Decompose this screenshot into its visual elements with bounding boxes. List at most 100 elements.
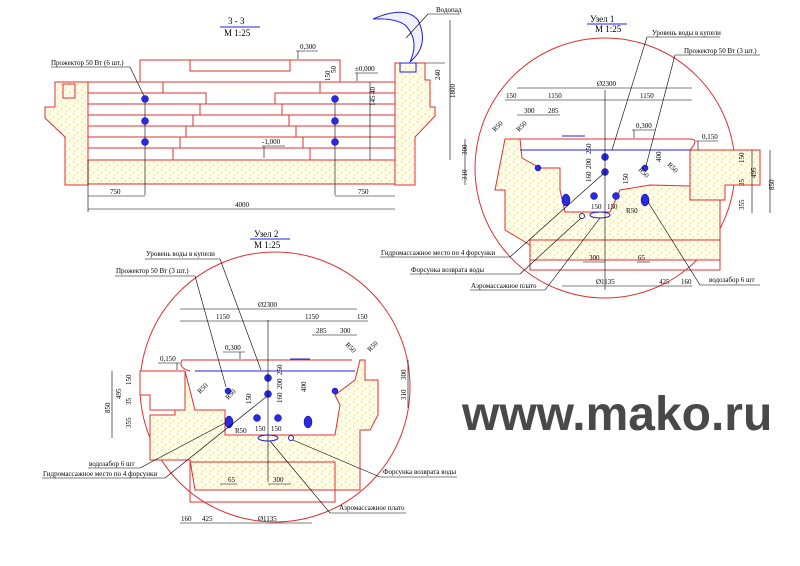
dim-b300: 300 — [589, 254, 600, 262]
node1-aero-plate-label: Аэромассажное плато — [471, 282, 537, 290]
dim-v160: 160 — [276, 392, 284, 403]
dim-v300: 300 — [461, 144, 469, 155]
level-minus1000: -1,000 — [262, 138, 281, 146]
floor-slab — [87, 159, 396, 185]
dim-145: 145 — [369, 95, 377, 106]
spotlight-icon — [331, 95, 339, 103]
return-nozzle-icon — [579, 213, 585, 219]
dim-v35: 35 — [738, 179, 746, 187]
node1-title: Узел 1 — [590, 14, 614, 24]
dim-b300: 300 — [273, 476, 284, 484]
section-scale: М 1:25 — [224, 28, 251, 38]
dim-b1135: Ø1135 — [258, 515, 277, 523]
node2-hydro-seat-label: Гидромассажное место по 4 форсунки — [43, 470, 157, 478]
radius-r50: R50 — [515, 119, 529, 133]
spotlight-icon — [141, 138, 149, 146]
node1-water-level-label: Уровень воды в купели — [652, 29, 721, 37]
spotlight-icon — [534, 164, 542, 172]
dim-b160: 160 — [681, 278, 692, 286]
dim-b160: 160 — [181, 515, 192, 523]
radius-r50: R50 — [491, 119, 505, 133]
node1-hydro-seat-label: Гидромассажное место по 4 форсунки — [381, 249, 495, 257]
dim-v310: 310 — [461, 169, 469, 180]
nozzle-icon — [590, 192, 598, 200]
node2-foundation — [189, 461, 336, 503]
return-nozzle-icon — [288, 435, 294, 441]
node2-deck — [139, 370, 186, 411]
section-3-3: 3 - 3 М 1:25 Водопад Прожектор 50 Вт (6 … — [44, 6, 462, 212]
radius-r50: R50 — [235, 427, 247, 435]
dim-d2300: Ø2300 — [597, 80, 617, 88]
dim-d2300: Ø2300 — [258, 301, 278, 309]
level-0300: 0,300 — [300, 43, 316, 51]
dim-v200: 200 — [585, 158, 593, 169]
node1-intake-label: водозабор 6 шт — [709, 276, 755, 284]
dim-b1135: Ø1135 — [596, 278, 615, 286]
dim-40: 40 — [369, 87, 377, 95]
dim-v150: 150 — [622, 173, 630, 184]
dim-v35: 35 — [125, 398, 133, 406]
spotlight-icon — [331, 117, 339, 125]
spotlight-icon — [331, 138, 339, 146]
dim-750-left: 750 — [110, 188, 121, 196]
dim-1150-left: 1150 — [216, 313, 230, 321]
node2-scale: М 1:25 — [254, 240, 281, 250]
dim-v150-left: 150 — [125, 374, 133, 385]
node-1-detail: Узел 1 М 1:25 Уровень воды в купели Прож… — [380, 14, 776, 299]
right-wall — [394, 62, 436, 186]
radius-r50: R50 — [196, 381, 210, 395]
dim-v400: 400 — [300, 381, 308, 392]
node2-water-level-label: Уровень воды в купели — [146, 250, 215, 258]
dim-v850: 850 — [768, 179, 776, 190]
nozzle-icon — [253, 414, 261, 422]
level-0300: 0,300 — [636, 122, 652, 130]
spotlight-icon — [331, 387, 339, 395]
dim-v355: 355 — [125, 417, 133, 428]
dim-150: 150 — [357, 313, 368, 321]
waterfall-outlet — [399, 62, 417, 73]
nozzle-icon — [612, 192, 620, 200]
spotlights — [141, 95, 339, 195]
node2-return-nozzle-label: Форсунка возврата воды — [383, 468, 456, 476]
node1-deck — [689, 149, 761, 201]
intake-icon — [561, 193, 571, 207]
spotlight-icon — [141, 95, 149, 103]
node1-return-nozzle-label: Форсунка возврата воды — [411, 266, 484, 274]
dim-1150-left: 1150 — [548, 92, 562, 100]
dim-750-right: 750 — [358, 188, 369, 196]
radius-r50: R50 — [626, 207, 638, 215]
dim-v400: 400 — [655, 151, 663, 162]
node2-aero-plate-label: Аэромассажное плато — [339, 504, 405, 512]
dim-v250: 250 — [585, 143, 593, 154]
radius-r50: R50 — [344, 341, 358, 355]
dim-v850: 850 — [104, 402, 112, 413]
section-title: 3 - 3 — [228, 16, 245, 26]
dim-v150-right: 150 — [738, 152, 746, 163]
level-0150: 0,150 — [702, 133, 718, 141]
level-zero: ±0,000 — [355, 65, 375, 73]
node1-wall — [494, 138, 721, 261]
dim-1800: 1800 — [449, 84, 457, 99]
dim-v355: 355 — [738, 199, 746, 210]
intake-icon — [640, 193, 650, 207]
dim-4000: 4000 — [235, 201, 250, 209]
dim-v495: 495 — [115, 388, 123, 399]
dim-v160: 160 — [585, 171, 593, 182]
dim-285: 285 — [548, 107, 559, 115]
intake-icon — [303, 415, 313, 429]
spotlight-icon — [641, 164, 649, 172]
node1-foundation — [529, 239, 721, 271]
left-niche — [62, 83, 76, 99]
node1-scale: М 1:25 — [595, 24, 622, 34]
dim-300: 300 — [340, 327, 351, 335]
dim-v150: 150 — [245, 393, 253, 404]
dim-285: 285 — [316, 327, 327, 335]
dim-1150-right: 1150 — [640, 92, 654, 100]
radius-r50: R50 — [666, 161, 680, 175]
radius-r50: R50 — [366, 339, 380, 353]
dim-300: 300 — [524, 107, 535, 115]
dim-h150: 150 — [271, 425, 282, 433]
node1-spotlights-label: Прожектор 50 Вт (3 шт.) — [684, 47, 757, 55]
